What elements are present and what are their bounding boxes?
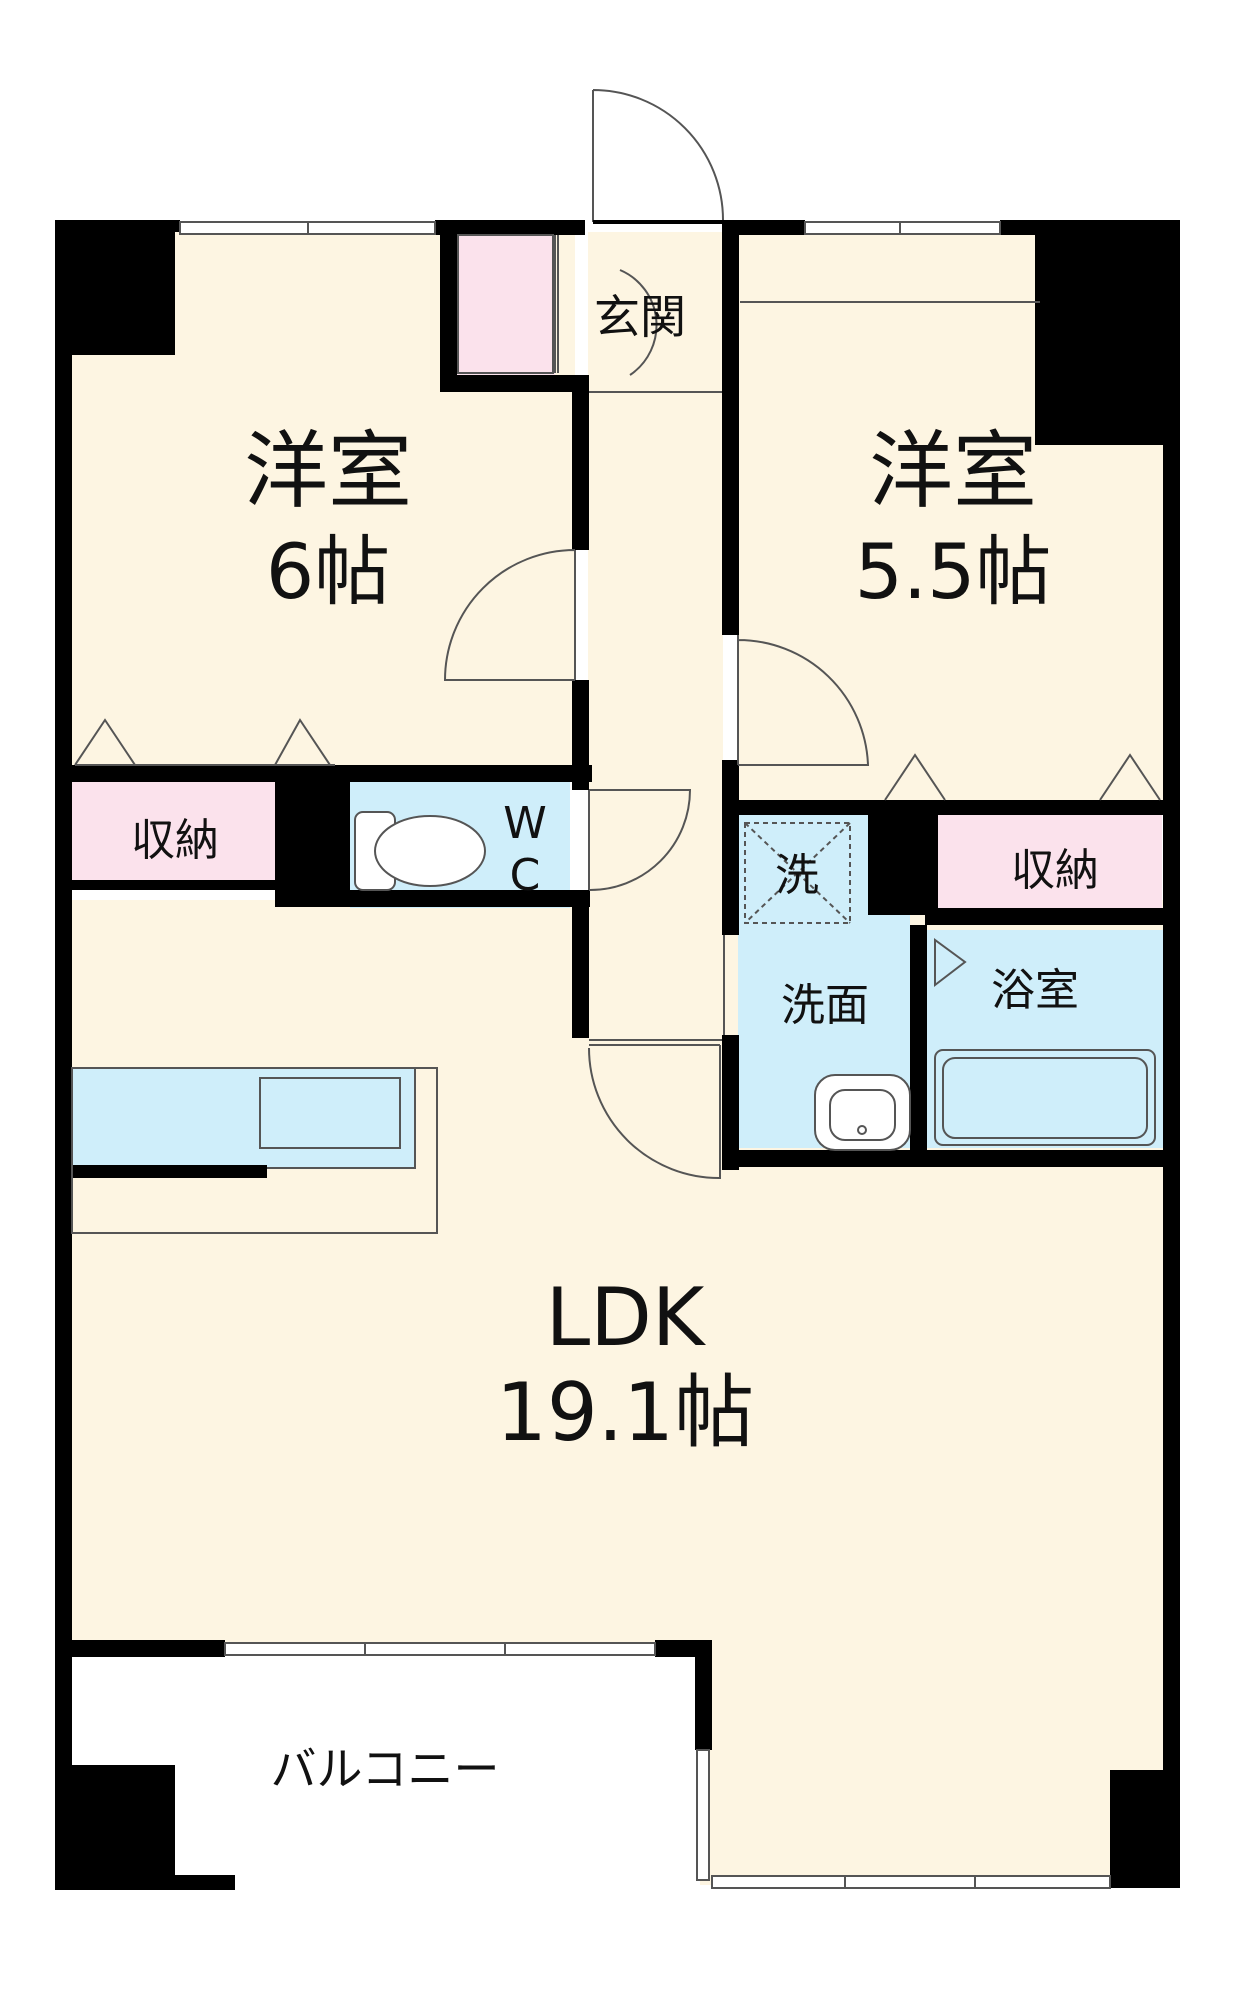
corner-column-br bbox=[1110, 1770, 1180, 1888]
wall-kitchen-back bbox=[72, 1165, 267, 1178]
windows bbox=[179, 221, 1111, 1889]
kitchen-island-outline bbox=[71, 1067, 438, 1234]
corner-column-bl bbox=[55, 1765, 175, 1890]
window-ldk-balcony bbox=[224, 1642, 656, 1656]
storage-1-floor bbox=[70, 780, 275, 880]
wall-top-mid bbox=[435, 220, 585, 235]
room2-size: 5.5帖 bbox=[855, 527, 1052, 616]
storage1-label: 収納 bbox=[131, 815, 219, 866]
wall-hall-left-2 bbox=[572, 680, 589, 790]
wall-storage1-right bbox=[275, 765, 350, 905]
room2-name: 洋室 bbox=[869, 422, 1037, 520]
wall-hall-left-1 bbox=[572, 375, 589, 550]
room1-size: 6帖 bbox=[266, 527, 390, 616]
bathroom-label: 浴室 bbox=[991, 965, 1079, 1016]
toilet-icon bbox=[354, 811, 486, 891]
door-swing-room2 bbox=[737, 635, 870, 766]
balcony-label: バルコニー bbox=[270, 1742, 499, 1796]
wall-hall-right-2 bbox=[722, 760, 739, 935]
wall-storage1-bottom bbox=[72, 880, 282, 890]
door-swing-entrance bbox=[592, 89, 724, 222]
wall-ldk-right-of-balcony bbox=[695, 1640, 712, 1750]
room1-name: 洋室 bbox=[244, 422, 412, 520]
wall-top-right bbox=[725, 220, 805, 235]
wall-shoe-bottom bbox=[440, 375, 588, 392]
shoe-closet-floor bbox=[455, 232, 555, 377]
wall-room2-bottom bbox=[738, 800, 1163, 815]
ldk-name: LDK bbox=[546, 1271, 707, 1364]
bathtub-icon bbox=[934, 1049, 1156, 1146]
wall-outer-left bbox=[55, 220, 72, 1890]
labels: 洋室 6帖 洋室 5.5帖 玄関 収納 収納 W C 洗 洗面 浴室 LDK 1… bbox=[131, 290, 1099, 1796]
closet-doors-2 bbox=[884, 753, 1161, 801]
door-swing-ldk bbox=[588, 1044, 721, 1180]
wall-toilet-bottom bbox=[275, 890, 590, 907]
shoe-closet-outline bbox=[457, 234, 554, 374]
wall-shoe-left bbox=[440, 220, 457, 390]
window-room2 bbox=[804, 221, 1001, 235]
toilet-label-c: C bbox=[510, 850, 541, 901]
walls bbox=[55, 220, 1180, 1890]
fixtures bbox=[71, 811, 1156, 1234]
corner-column-tr bbox=[1035, 220, 1180, 445]
entrance-label: 玄関 bbox=[594, 290, 686, 344]
window-ldk-bottom bbox=[711, 1875, 1111, 1889]
doors bbox=[74, 89, 1161, 1180]
toilet-label-w: W bbox=[503, 798, 547, 849]
washbasin-icon bbox=[814, 1074, 911, 1151]
kitchen-sink-icon bbox=[259, 1077, 401, 1149]
laundry-label: 洗 bbox=[775, 850, 819, 901]
door-swing-shoe bbox=[619, 269, 658, 376]
wall-balcony-top bbox=[55, 1640, 225, 1657]
wall-hall-left-3 bbox=[572, 900, 589, 1038]
wall-wet-bottom bbox=[725, 1150, 1180, 1167]
laundry-pan-icon bbox=[744, 822, 851, 924]
window-ldk-side bbox=[696, 1749, 710, 1881]
wall-wash-bath-div bbox=[910, 925, 927, 1155]
closet-doors-1 bbox=[74, 718, 331, 766]
door-swing-bath bbox=[934, 938, 967, 988]
corner-column-tl bbox=[55, 220, 175, 355]
kitchen-counter bbox=[71, 1067, 416, 1169]
door-swing-toilet bbox=[588, 789, 692, 892]
bathroom-floor bbox=[925, 930, 1163, 1148]
ldk-size: 19.1帖 bbox=[496, 1366, 754, 1459]
wall-top-left bbox=[55, 220, 180, 232]
wall-outer-right bbox=[1163, 220, 1180, 1888]
ldk-floor-lower bbox=[700, 1640, 1163, 1885]
wall-hall-right-3 bbox=[722, 1035, 739, 1170]
door-swing-room1 bbox=[443, 549, 576, 681]
wall-hall-right-1 bbox=[722, 220, 739, 635]
wall-storage2-bottom bbox=[925, 908, 1180, 925]
wall-closet-step bbox=[868, 815, 938, 915]
washroom-label: 洗面 bbox=[781, 980, 869, 1031]
storage2-label: 収納 bbox=[1011, 845, 1099, 896]
